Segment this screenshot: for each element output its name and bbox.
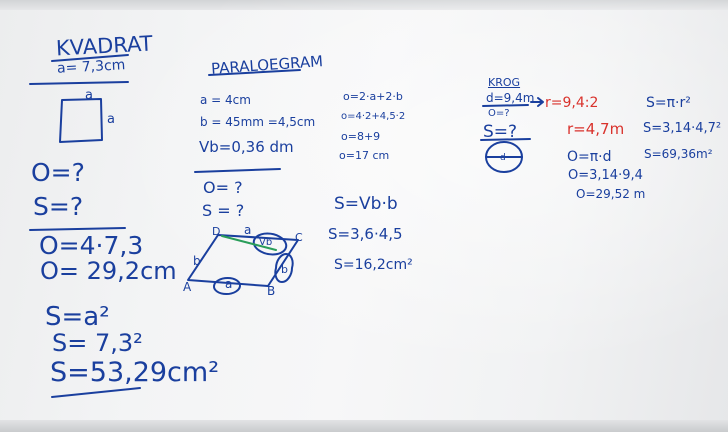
kvadrat-given-side: a= 7,3cm [56,57,126,77]
kvadrat-s-substituted: S= 7,3² [52,329,143,357]
kvadrat-s-result: S=53,29cm² [50,357,220,388]
krog-circle-label: d [500,153,506,163]
vertex-label-d: D [212,225,221,238]
krog-s-substituted: S=3,14·4,7² [643,121,722,136]
kvadrat-o-formula: O=4·7,3 [39,231,144,260]
krog-o-question: O=? [488,108,510,119]
paralelogram-area-result: S=16,2cm² [334,257,413,273]
krog-s-formula: S=π·r² [646,95,691,111]
side-label-bottom-a: a [225,277,233,291]
kvadrat-side-label: a [107,112,115,127]
side-label-right-b: b [281,263,288,276]
perimeter-step-1: o=2·a+2·b [343,90,403,103]
vertex-label-a: A [183,280,192,294]
side-label-top-a: a [244,223,252,237]
krog-s-result: S=69,36m² [644,147,713,161]
kvadrat-o-question: O=? [31,158,85,187]
vertex-label-c: C [295,231,303,244]
krog-o-result: O=29,52 m [576,187,646,201]
paralelogram-vb-value: Vb=0,36 dm [199,138,294,156]
kvadrat-top-label: a [85,88,93,103]
krog-title: KROG [488,76,521,89]
kvadrat-s-formula: S=a² [45,302,110,332]
paralelogram-area-formula: S=Vb·b [334,194,398,214]
kvadrat-title: KVADRAT [55,31,154,61]
paralelogram-o-question: O= ? [203,178,243,197]
paralelogram-area-substituted: S=3,6·4,5 [328,225,403,243]
krog-o-substituted: O=3,14·9,4 [568,168,643,183]
kvadrat-o-result: O= 29,2cm [40,257,177,285]
whiteboard-frame-bottom [0,420,728,432]
krog-o-formula: O=π·d [567,149,612,165]
vertex-label-b: B [267,284,276,298]
paralelogram-b-value: b = 45mm =4,5cm [200,115,316,129]
paralelogram-a-value: a = 4cm [200,93,251,107]
krog-radius-result: r=4,7m [567,120,625,138]
krog-radius-calc: r=9,4:2 [545,95,599,111]
perimeter-step-3: o=8+9 [341,130,381,143]
krog-s-question: S=? [483,122,518,142]
kvadrat-s-question: S=? [33,192,84,221]
height-label-vb: Vb [259,237,273,248]
paralelogram-s-question: S = ? [202,201,245,220]
perimeter-step-4: o=17 cm [339,149,390,162]
perimeter-step-2: o=4·2+4,5·2 [341,111,406,122]
krog-d-value: d=9,4m [486,91,535,105]
side-label-left-b: b [193,254,201,268]
